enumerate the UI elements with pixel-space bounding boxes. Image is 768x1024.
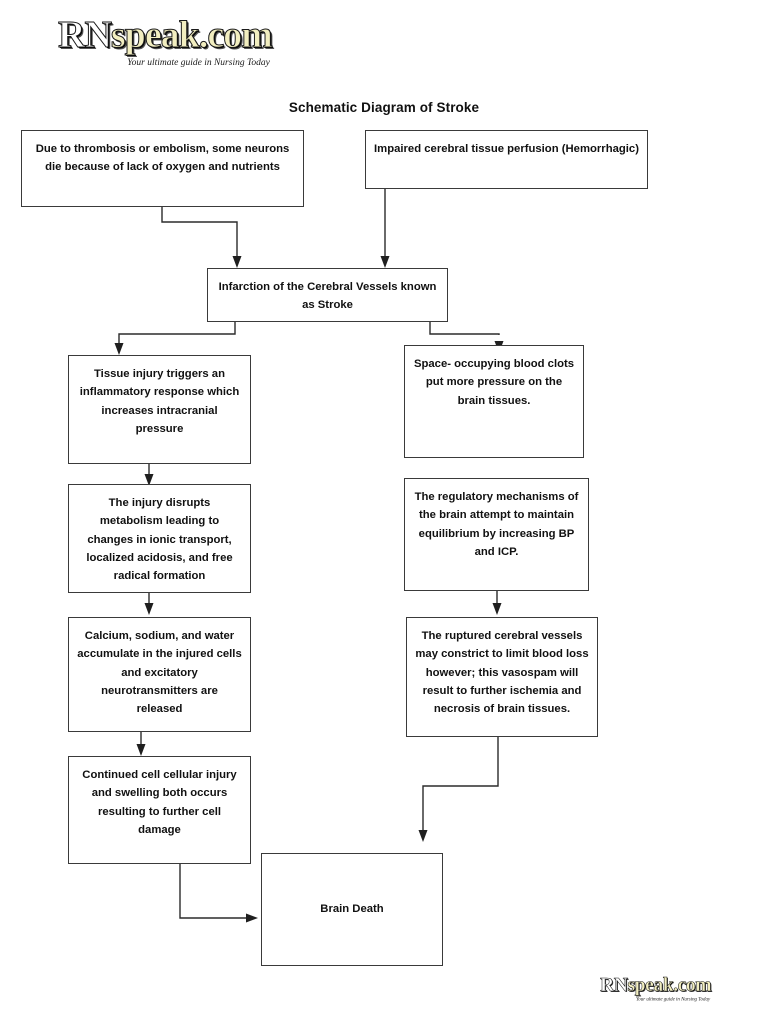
logo-speak-text-bottom: speak.com bbox=[627, 973, 712, 996]
node-regulatory[interactable]: The regulatory mechanisms of the brain a… bbox=[404, 478, 589, 591]
logo-speak-text: speak.com bbox=[110, 14, 273, 56]
node-ruptured-label: The ruptured cerebral vessels may constr… bbox=[415, 630, 589, 716]
node-metabolism[interactable]: The injury disrupts metabolism leading t… bbox=[68, 484, 251, 593]
node-blood-clots[interactable]: Space- occupying blood clots put more pr… bbox=[404, 345, 584, 458]
node-tissue-injury-label: Tissue injury triggers an inflammatory r… bbox=[79, 368, 240, 435]
rnspeak-logo-bottom: RNspeak.com Your ultimate guide in Nursi… bbox=[600, 973, 712, 1003]
logo-rn-text-bottom: RN bbox=[600, 973, 629, 996]
node-hemorrhagic-label: Impaired cerebral tissue perfusion (Hemo… bbox=[374, 143, 639, 155]
logo-wordmark: RNspeak.com bbox=[58, 14, 274, 56]
node-calcium-label: Calcium, sodium, and water accumulate in… bbox=[77, 630, 242, 716]
node-metabolism-label: The injury disrupts metabolism leading t… bbox=[86, 497, 233, 583]
node-thrombosis[interactable]: Due to thrombosis or embolism, some neur… bbox=[21, 130, 304, 207]
node-calcium[interactable]: Calcium, sodium, and water accumulate in… bbox=[68, 617, 251, 732]
logo-tagline: Your ultimate guide in Nursing Today bbox=[127, 58, 270, 68]
edge-thrombosis-to-infarction bbox=[161, 207, 238, 258]
edge-ruptured-to-braindeath bbox=[422, 737, 499, 830]
edge-continued-to-braindeath bbox=[179, 864, 247, 919]
logo-tagline-bottom: Your ultimate guide in Nursing Today bbox=[635, 996, 711, 1003]
edge-infarction-to-clots bbox=[429, 322, 500, 335]
node-blood-clots-label: Space- occupying blood clots put more pr… bbox=[413, 358, 575, 407]
node-infarction[interactable]: Infarction of the Cerebral Vessels known… bbox=[207, 268, 448, 322]
node-continued-label: Continued cell cellular injury and swell… bbox=[82, 769, 237, 836]
page-title: Schematic Diagram of Stroke bbox=[288, 100, 480, 115]
node-continued[interactable]: Continued cell cellular injury and swell… bbox=[68, 756, 251, 864]
node-ruptured[interactable]: The ruptured cerebral vessels may constr… bbox=[406, 617, 598, 737]
node-brain-death[interactable]: Brain Death bbox=[261, 853, 443, 966]
node-brain-death-label: Brain Death bbox=[320, 903, 384, 916]
node-hemorrhagic[interactable]: Impaired cerebral tissue perfusion (Hemo… bbox=[365, 130, 648, 189]
node-regulatory-label: The regulatory mechanisms of the brain a… bbox=[414, 491, 579, 558]
logo-wordmark-bottom: RNspeak.com bbox=[600, 973, 712, 996]
node-tissue-injury[interactable]: Tissue injury triggers an inflammatory r… bbox=[68, 355, 251, 464]
rnspeak-logo-top: RNspeak.com Your ultimate guide in Nursi… bbox=[58, 14, 274, 69]
logo-rn-text: RN bbox=[58, 14, 113, 56]
edge-infarction-to-tissue bbox=[118, 322, 236, 345]
node-thrombosis-label: Due to thrombosis or embolism, some neur… bbox=[35, 143, 290, 174]
node-infarction-label: Infarction of the Cerebral Vessels known… bbox=[218, 281, 437, 312]
